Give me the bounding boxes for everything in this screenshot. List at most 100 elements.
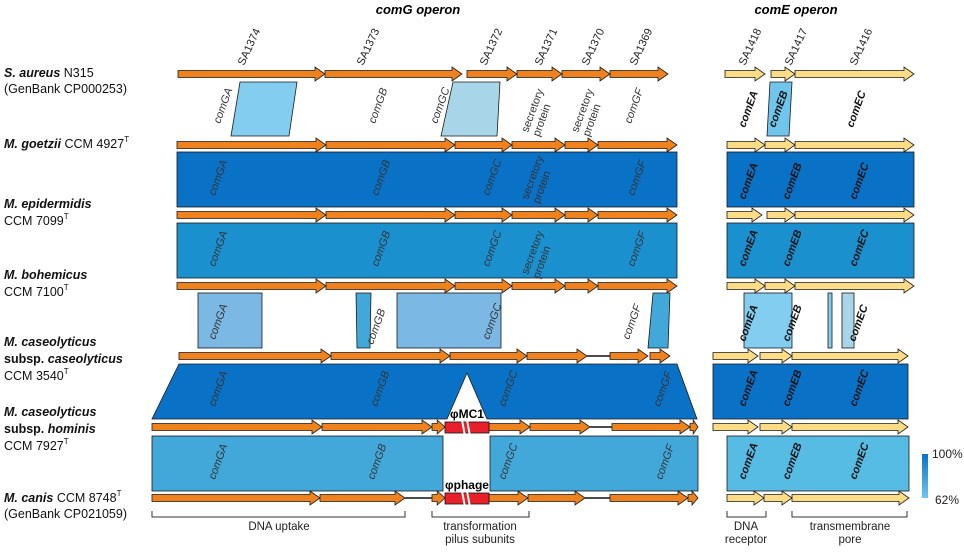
locus-tag: SA1372 [478,27,505,68]
gene-arrow [597,207,678,223]
identity-scale-bar [922,454,928,498]
homology-band [841,292,855,349]
strain-label-m-caseolyticus-caseolyticus: M. caseolyticus [4,335,96,349]
homology-band [712,363,909,420]
homology-band [151,363,698,420]
phage-insertions: φMC1 φphage [444,407,490,508]
gene-arrow [325,278,456,294]
strain-id-m-caseolyticus-caseolyticus: CCM 3540T [4,367,69,383]
homology-band [827,292,833,349]
locus-tag: SA1371 [533,27,560,68]
gene-label: comGB [367,86,391,125]
phage-label: φMC1 [450,407,484,421]
gene-arrow [791,490,910,506]
strain-id-m-epidermidis: CCM 7099T [4,212,69,228]
gene-arrow [764,278,796,294]
strain-label-m-caseolyticus-hominis: M. caseolyticus [4,405,96,419]
gene-arrow [176,207,327,223]
gene-label: comEA [737,89,761,129]
strain-label-m-canis: M. canis CCM 8748T [4,489,122,505]
homology-band [743,292,793,349]
gene-label: comGF [621,302,645,341]
gene-arrow [176,278,327,294]
subspecies-hominis: subsp. hominis [4,422,96,436]
gene-arrow [794,137,915,153]
gene-arrow [431,490,446,506]
function-label: pore [838,534,861,546]
locus-tag: SA1416 [848,27,875,68]
gene-arrow [511,278,566,294]
gene-arrow [794,207,915,223]
gene-arrow [454,137,513,153]
gene-arrow [176,137,327,153]
phage-break-mark [461,490,466,508]
gene-arrow [488,419,531,435]
bracket [791,511,908,518]
gene-arrow [527,490,586,506]
function-brackets [151,511,908,518]
locus-tag: SA1418 [737,27,764,68]
backbone-lines [405,355,612,499]
gene-arrow [330,348,451,364]
gene-arrow [431,419,446,435]
locus-tag: SA1373 [355,27,382,68]
gene-arrow [324,66,463,82]
homology-band [176,222,678,279]
gene-arrow [763,490,793,506]
gene-arrow [766,207,796,223]
homology-band [726,222,915,279]
gene-arrow [511,207,566,223]
homology-band [230,81,298,137]
homology-band [151,435,444,492]
strain-note-m-canis: (GenBank CP021059) [4,507,127,521]
strain-label-m-bohemicus: M. bohemicus [4,268,87,282]
gene-arrow [488,490,529,506]
gene-arrow [726,207,763,223]
strain-label-m-epidermidis: M. epidermidis [4,197,92,211]
gene-arrow [726,137,766,153]
gene-arrow [529,419,591,435]
strain-label-m-goetzii: M. goetzii CCM 4927T [4,135,129,151]
gene-label: comEC [845,88,870,129]
homology-band [440,81,501,137]
phage-break-mark [461,419,466,437]
gene-arrow [759,348,793,364]
strain-label-s-aureus: S. aureus N315 [4,66,94,80]
homology-band [647,292,671,349]
gene-arrow [151,490,321,506]
gene-arrow [325,207,456,223]
gene-label: comGF [623,86,647,125]
homology-bands [151,81,915,492]
homology-band [197,292,263,349]
gene-arrow [151,419,323,435]
strain-id-m-caseolyticus-hominis: CCM 7927T [4,437,69,453]
homology-band [766,81,793,137]
gene-label-secretory: secretoryprotein [570,87,608,138]
gene-arrows [151,66,915,507]
gene-arrow [449,348,528,364]
gene-arrow [564,207,599,223]
bracket [431,511,530,518]
gene-arrow [791,348,909,364]
function-label: DNA uptake [248,521,309,533]
gene-label-secretory: secretoryprotein [520,87,558,138]
comG-operon-header: comG operon [376,2,461,17]
gene-arrow [597,278,678,294]
function-label: DNA [734,521,759,533]
gene-arrow [712,348,759,364]
gene-arrow [770,66,796,82]
gene-arrow [689,418,699,436]
homology-band [489,435,699,492]
gene-arrow [319,490,406,506]
function-label: receptor [725,534,767,546]
scale-max-label: 100% [932,447,963,461]
gene-arrow [687,489,699,507]
gene-arrow [325,137,456,153]
homology-band [726,151,915,208]
gene-arrow [649,348,671,364]
gene-arrow [609,490,689,506]
function-label: pilus subunits [445,534,515,546]
gene-arrow [794,278,915,294]
